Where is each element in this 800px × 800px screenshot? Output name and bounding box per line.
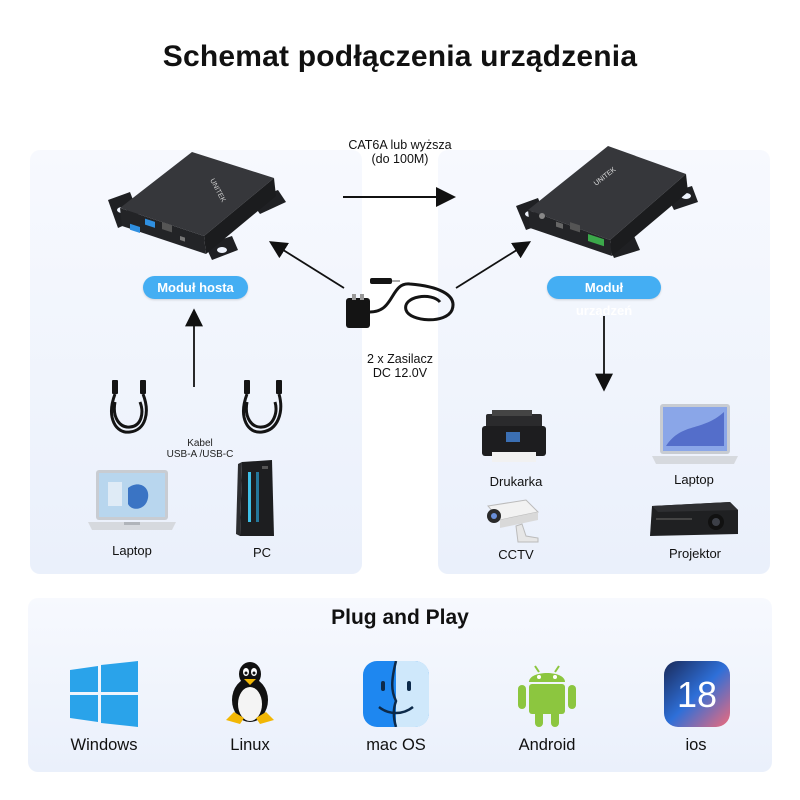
usb-c-cable-icon [242,380,283,434]
windows-logo-icon [70,661,138,727]
usb-cable-label-line1: Kabel [187,438,213,449]
host-device-label-pc: PC [252,545,272,560]
remote-device-label-laptop: Laptop [674,472,714,487]
os-label-android: Android [518,736,576,754]
power-label-line2: DC 12.0V [372,366,428,380]
laptop-icon [652,404,738,464]
cctv-camera-icon [487,499,540,543]
host-device-label-laptop: Laptop [112,543,152,558]
android-robot-icon [518,665,576,727]
os-label-windows: Windows [70,736,138,754]
os-label-linux: Linux [230,736,270,754]
cable-label-line1: CAT6A lub wyższa [348,138,452,152]
laptop-icon [88,470,176,530]
host-module-device-icon: UNITEK [108,152,286,260]
usb-cable-label-line2: USB-A /USB-C [166,449,234,460]
page-title: Schemat podłączenia urządzenia [162,40,638,73]
macos-finder-icon [363,661,429,727]
cable-label-line2: (do 100M) [371,152,429,166]
printer-icon [482,410,546,462]
svg-text:18: 18 [677,674,717,715]
linux-tux-icon [226,662,274,724]
remote-device-label-cctv: CCTV [498,547,534,562]
ios-18-icon: 18 [664,661,730,727]
projector-icon [650,502,738,536]
power-adapter-icon [346,278,455,328]
os-label-macos: mac OS [366,736,426,754]
usb-a-cable-icon [110,380,148,434]
pc-tower-icon [236,460,274,536]
os-label-ios: ios [685,736,707,754]
power-label-line1: 2 x Zasilacz [367,352,433,366]
device-module-device-icon: UNITEK [516,146,698,258]
plug-and-play-title: Plug and Play [331,606,469,629]
host-module-label: Moduł hosta [143,276,248,299]
remote-device-label-printer: Drukarka [489,474,543,489]
device-module-label: Moduł urządzeń [547,276,661,318]
remote-device-label-projector: Projektor [668,546,722,561]
